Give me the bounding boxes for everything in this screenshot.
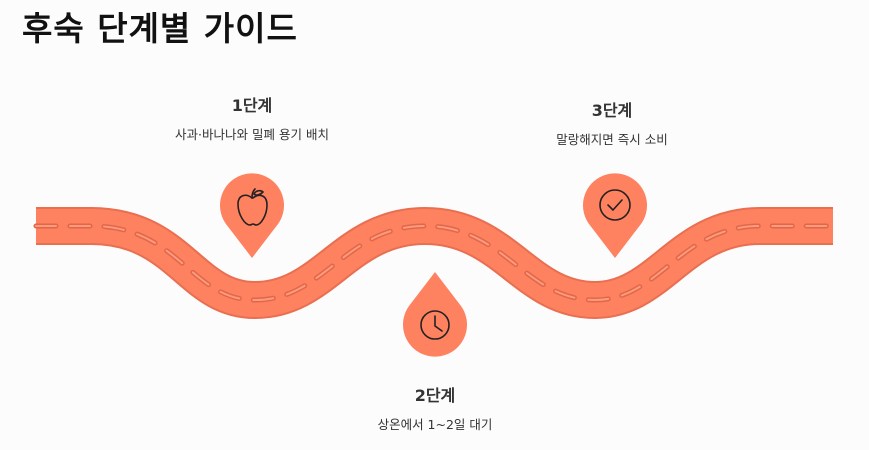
step-1-title: 1단계 xyxy=(231,96,273,115)
step-3-title: 3단계 xyxy=(591,101,633,120)
clock-icon xyxy=(420,310,450,340)
step-1: 1단계 사과·바나나와 밀폐 용기 배치 xyxy=(172,92,332,143)
pin-step-2 xyxy=(403,272,467,357)
pin-step-3 xyxy=(583,173,648,258)
step-1-description: 사과·바나나와 밀폐 용기 배치 xyxy=(175,127,329,142)
step-2: 2단계 상온에서 1~2일 대기 xyxy=(345,382,525,433)
step-2-title: 2단계 xyxy=(414,386,456,405)
step-2-description: 상온에서 1~2일 대기 xyxy=(377,417,493,432)
check-circle-icon xyxy=(599,189,631,221)
step-3: 3단계 말랑해지면 즉시 소비 xyxy=(522,97,702,148)
page-title: 후숙 단계별 가이드 xyxy=(22,9,298,48)
step-3-description: 말랑해지면 즉시 소비 xyxy=(556,132,668,147)
pin-step-1 xyxy=(220,173,284,258)
apple-icon xyxy=(237,188,268,226)
